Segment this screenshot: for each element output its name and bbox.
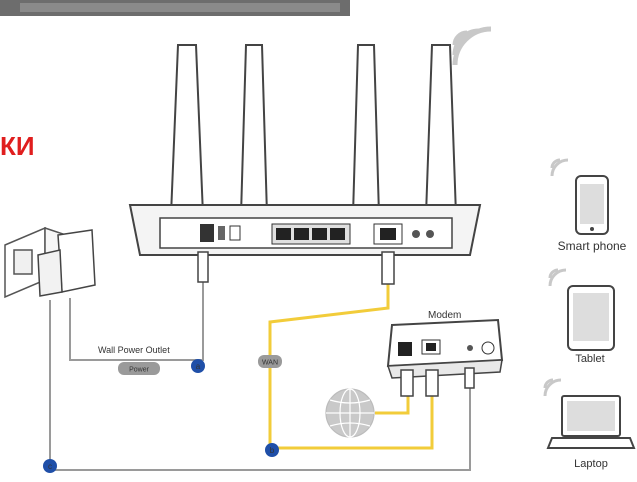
router-icon — [128, 204, 482, 256]
tablet-signal-icon — [548, 268, 567, 287]
svg-text:a: a — [196, 362, 201, 371]
power-tag-label: Power — [129, 367, 150, 374]
heading-fragment: КИ — [0, 131, 35, 161]
power-adapter-icon — [37, 229, 96, 297]
svg-text:b: b — [270, 446, 275, 455]
modem-icon — [386, 318, 504, 379]
wifi-signal-icon — [452, 26, 492, 66]
wan-cable — [268, 255, 434, 450]
antenna-icon — [239, 44, 269, 216]
antenna-icon — [351, 44, 381, 216]
wan-tag-label: WAN — [262, 360, 278, 367]
marker-b: b — [265, 443, 279, 457]
modem-plugs — [400, 367, 475, 397]
wan-tag — [258, 355, 282, 368]
smartphone-signal-icon — [550, 158, 569, 177]
laptop-label: Laptop — [574, 458, 608, 470]
modem-label: Modem — [428, 310, 461, 321]
tablet-label: Tablet — [575, 353, 604, 365]
modem-power-cable — [49, 300, 471, 471]
wall-power-outlet-label: Wall Power Outlet — [98, 345, 170, 355]
power-cable — [69, 258, 204, 361]
laptop-icon — [546, 395, 636, 449]
laptop-signal-icon — [543, 378, 562, 397]
globe-icon — [325, 388, 375, 438]
wan-plug — [381, 251, 395, 285]
usb-port — [229, 225, 241, 241]
tablet-icon — [567, 285, 615, 351]
top-bar-inner — [20, 3, 340, 12]
smartphone-icon — [575, 175, 609, 235]
power-port — [200, 224, 214, 242]
smart-phone-label: Smart phone — [558, 239, 627, 253]
power-plug — [197, 251, 209, 283]
marker-a: a — [191, 359, 205, 373]
svg-text:c: c — [48, 462, 52, 471]
antenna-icon — [169, 44, 205, 216]
power-tag — [118, 362, 160, 375]
antenna-icon — [424, 44, 458, 216]
router-antennas — [169, 44, 458, 216]
marker-c: c — [43, 459, 57, 473]
reset-button — [218, 226, 225, 240]
